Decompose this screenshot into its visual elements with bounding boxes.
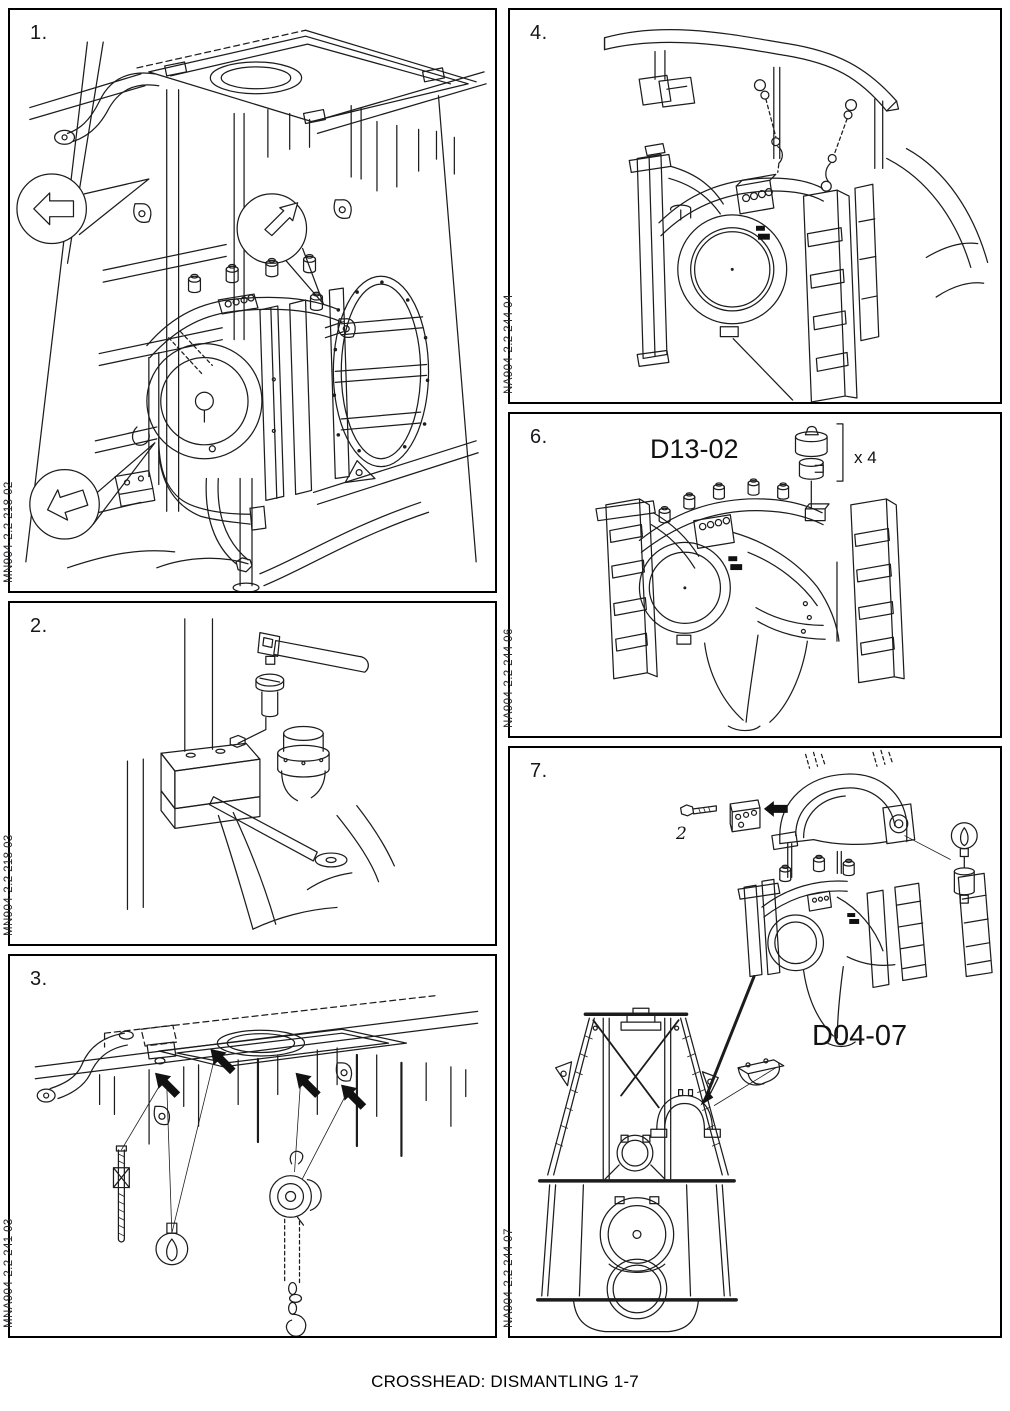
crankcase-curves [126, 758, 395, 930]
guide-guard-frame [324, 275, 430, 484]
chain-hoist [269, 1150, 322, 1336]
panel-step-1: 1. MN904-2.2 218 02 [3, 8, 497, 593]
bearing-cap [771, 749, 916, 851]
chain-shackles [753, 79, 858, 192]
figure-2-drawing [126, 618, 395, 930]
figure-reference-code: NA904-2.2 244 04 [503, 294, 515, 394]
item-number-label: 2 [676, 824, 687, 844]
threaded-rod [112, 1145, 130, 1243]
rod-clamp-block [160, 734, 348, 868]
eyebolt-adapter [904, 822, 978, 904]
crosshead-mid [737, 842, 993, 1048]
quantity-label: x 4 [854, 448, 877, 467]
rail-clamp-trolley [638, 49, 696, 108]
cylinder-boss [277, 725, 330, 802]
panel-step-2: 2. MN904-2.2 218 03 [3, 601, 497, 946]
eyebolt [155, 1222, 189, 1266]
leader-lines [120, 1058, 347, 1234]
screw-plug [237, 673, 285, 744]
callout-arrow-balloon-center [236, 193, 325, 305]
step-number: 2. [30, 615, 48, 637]
tool-number-label: D04-07 [812, 1020, 908, 1052]
figure-7-drawing [536, 749, 993, 1333]
figure-4-drawing [603, 28, 989, 402]
connecting-rod-legs [704, 634, 808, 732]
figure-3-drawing [34, 994, 479, 1336]
engine-frame-right [874, 98, 989, 298]
pointer-arrow [700, 975, 756, 1106]
crosshead-front [595, 478, 905, 684]
cap-bolt [679, 804, 717, 817]
crosshead-assembly [146, 253, 350, 501]
callout-arrow-balloon-left [16, 173, 150, 245]
drain-pipe [36, 1030, 134, 1103]
oil-pipe [54, 72, 160, 145]
panel-step-6: 6. D13-02 x 4 NA904-2.2 244 06 [503, 412, 1002, 738]
figure-1-drawing [16, 29, 487, 591]
hydraulic-jack-tool [794, 423, 844, 510]
piston-rod [184, 618, 214, 752]
engine-frame-top [25, 29, 487, 563]
figure-reference-code: MN904-2.2 218 02 [3, 481, 15, 583]
figure-reference-code: MNA904-2.2 241 03 [3, 1218, 15, 1328]
guide-rail-ladder [802, 183, 880, 402]
panel-step-4: 4. NA904-2.2 244 04 [503, 8, 1002, 404]
tool-number-label: D13-02 [650, 434, 739, 464]
locking-plate [729, 799, 788, 833]
step-number: 7. [530, 760, 548, 782]
step-number: 3. [30, 968, 48, 990]
piping-lower [66, 426, 479, 591]
wrench-tool [257, 632, 369, 673]
lifting-plank [603, 28, 900, 112]
step-number: 6. [530, 426, 548, 448]
page-caption: CROSSHEAD: DISMANTLING 1-7 [371, 1372, 639, 1391]
figure-reference-code: NA904-2.2 244 07 [503, 1228, 515, 1328]
callout-arrow-balloon-bottom [29, 442, 156, 540]
step-number: 1. [30, 22, 48, 44]
panel-step-7: 7. 2 D04-07 NA904-2.2 244 07 [503, 746, 1002, 1338]
panel-step-3: 3. MNA904-2.2 241 03 [3, 954, 497, 1338]
figure-reference-code: MN904-2.2 218 03 [3, 834, 15, 936]
platform-underside [34, 994, 479, 1157]
frame-cross-section [536, 1007, 738, 1333]
figure-reference-code: NA904-2.2 244 06 [503, 628, 515, 728]
guard-bracket-part [713, 1058, 785, 1106]
figure-6-drawing [595, 423, 905, 732]
step-number: 4. [530, 22, 548, 44]
crosshead-body [628, 143, 824, 401]
